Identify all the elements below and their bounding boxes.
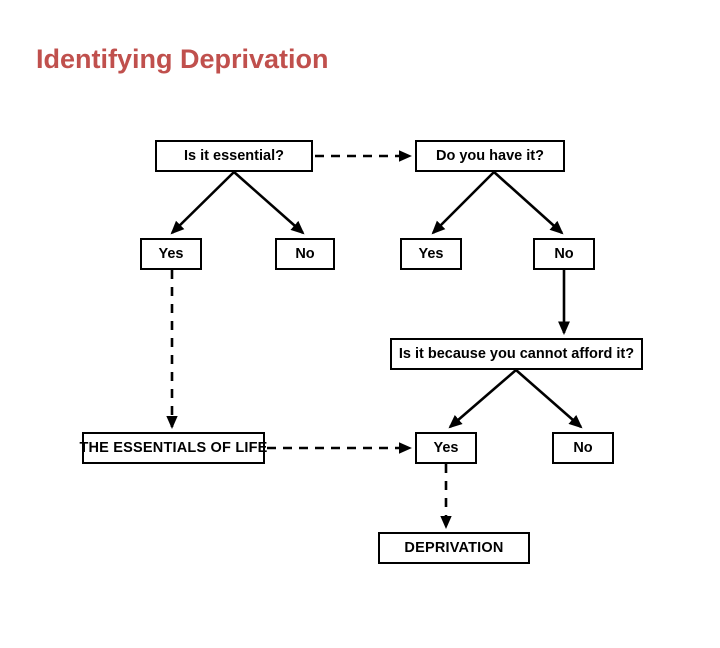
node-do-you-have-it[interactable]: Do you have it?: [415, 140, 565, 172]
node-label: Is it because you cannot afford it?: [398, 345, 635, 362]
edge-afford-to-yes3: [448, 369, 517, 429]
node-deprivation[interactable]: DEPRIVATION: [378, 532, 530, 564]
edge-q1-to-yes1: [170, 171, 235, 235]
node-label: THE ESSENTIALS OF LIFE: [79, 439, 268, 456]
node-no-have-it[interactable]: No: [533, 238, 595, 270]
page-title: Identifying Deprivation: [36, 44, 329, 74]
node-no-essential[interactable]: No: [275, 238, 335, 270]
node-yes-essential[interactable]: Yes: [140, 238, 202, 270]
edge-q1-to-no1: [233, 171, 305, 235]
node-label: DEPRIVATION: [404, 539, 504, 556]
node-yes-have-it[interactable]: Yes: [400, 238, 462, 270]
node-label: Is it essential?: [184, 147, 284, 164]
node-label: Do you have it?: [436, 147, 544, 164]
node-is-it-essential[interactable]: Is it essential?: [155, 140, 313, 172]
node-label: No: [554, 245, 574, 262]
node-essentials-of-life[interactable]: THE ESSENTIALS OF LIFE: [79, 432, 268, 464]
edge-afford-to-no3: [515, 369, 583, 429]
node-label: Yes: [158, 245, 184, 262]
node-no-afford[interactable]: No: [552, 432, 614, 464]
node-label: Yes: [433, 439, 459, 456]
node-label: Yes: [418, 245, 444, 262]
edge-q2-to-no2: [493, 171, 564, 235]
node-label: No: [295, 245, 315, 262]
node-label: No: [573, 439, 593, 456]
node-yes-afford[interactable]: Yes: [415, 432, 477, 464]
node-cannot-afford[interactable]: Is it because you cannot afford it?: [390, 338, 643, 370]
edge-q2-to-yes2: [431, 171, 495, 235]
